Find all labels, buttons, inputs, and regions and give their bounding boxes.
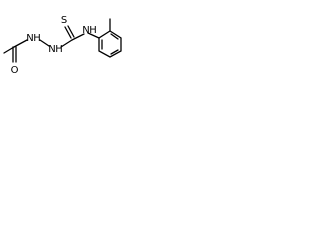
atom-label-amide-n: N xyxy=(82,25,89,36)
atom-label-hydrazine-n1-h: H xyxy=(33,33,41,44)
atom-label-carbonyl-oxygen: O xyxy=(11,65,19,76)
atom-label-amide-n-h: H xyxy=(89,25,97,36)
atom-label-hydrazine-n2-h: H xyxy=(55,44,63,55)
bond-n1-n2 xyxy=(39,39,50,47)
bond-thiocarbonyl-sulfur-a xyxy=(64,26,72,39)
chemical-structure-diagram: O N H N H S N H xyxy=(3,15,122,76)
bond-n2-thiocarbonyl xyxy=(60,39,73,48)
atom-label-hydrazine-n2: N xyxy=(48,44,55,55)
bond-thiocarbonyl-amide-n xyxy=(71,33,85,41)
bonds xyxy=(3,18,122,63)
atom-label-thiocarbonyl-sulfur: S xyxy=(61,15,67,26)
atom-labels: O N H N H S N H xyxy=(11,15,97,76)
bond-methyl-carbonyl xyxy=(3,46,15,54)
atom-label-hydrazine-n1: N xyxy=(26,33,33,44)
ring-double-bond-3 xyxy=(110,33,119,40)
bond-carbonyl-n1 xyxy=(13,39,28,48)
bond-amide-n-ring xyxy=(87,32,100,39)
bond-thiocarbonyl-sulfur-b xyxy=(67,25,75,38)
ring-double-bond-2 xyxy=(110,49,119,55)
